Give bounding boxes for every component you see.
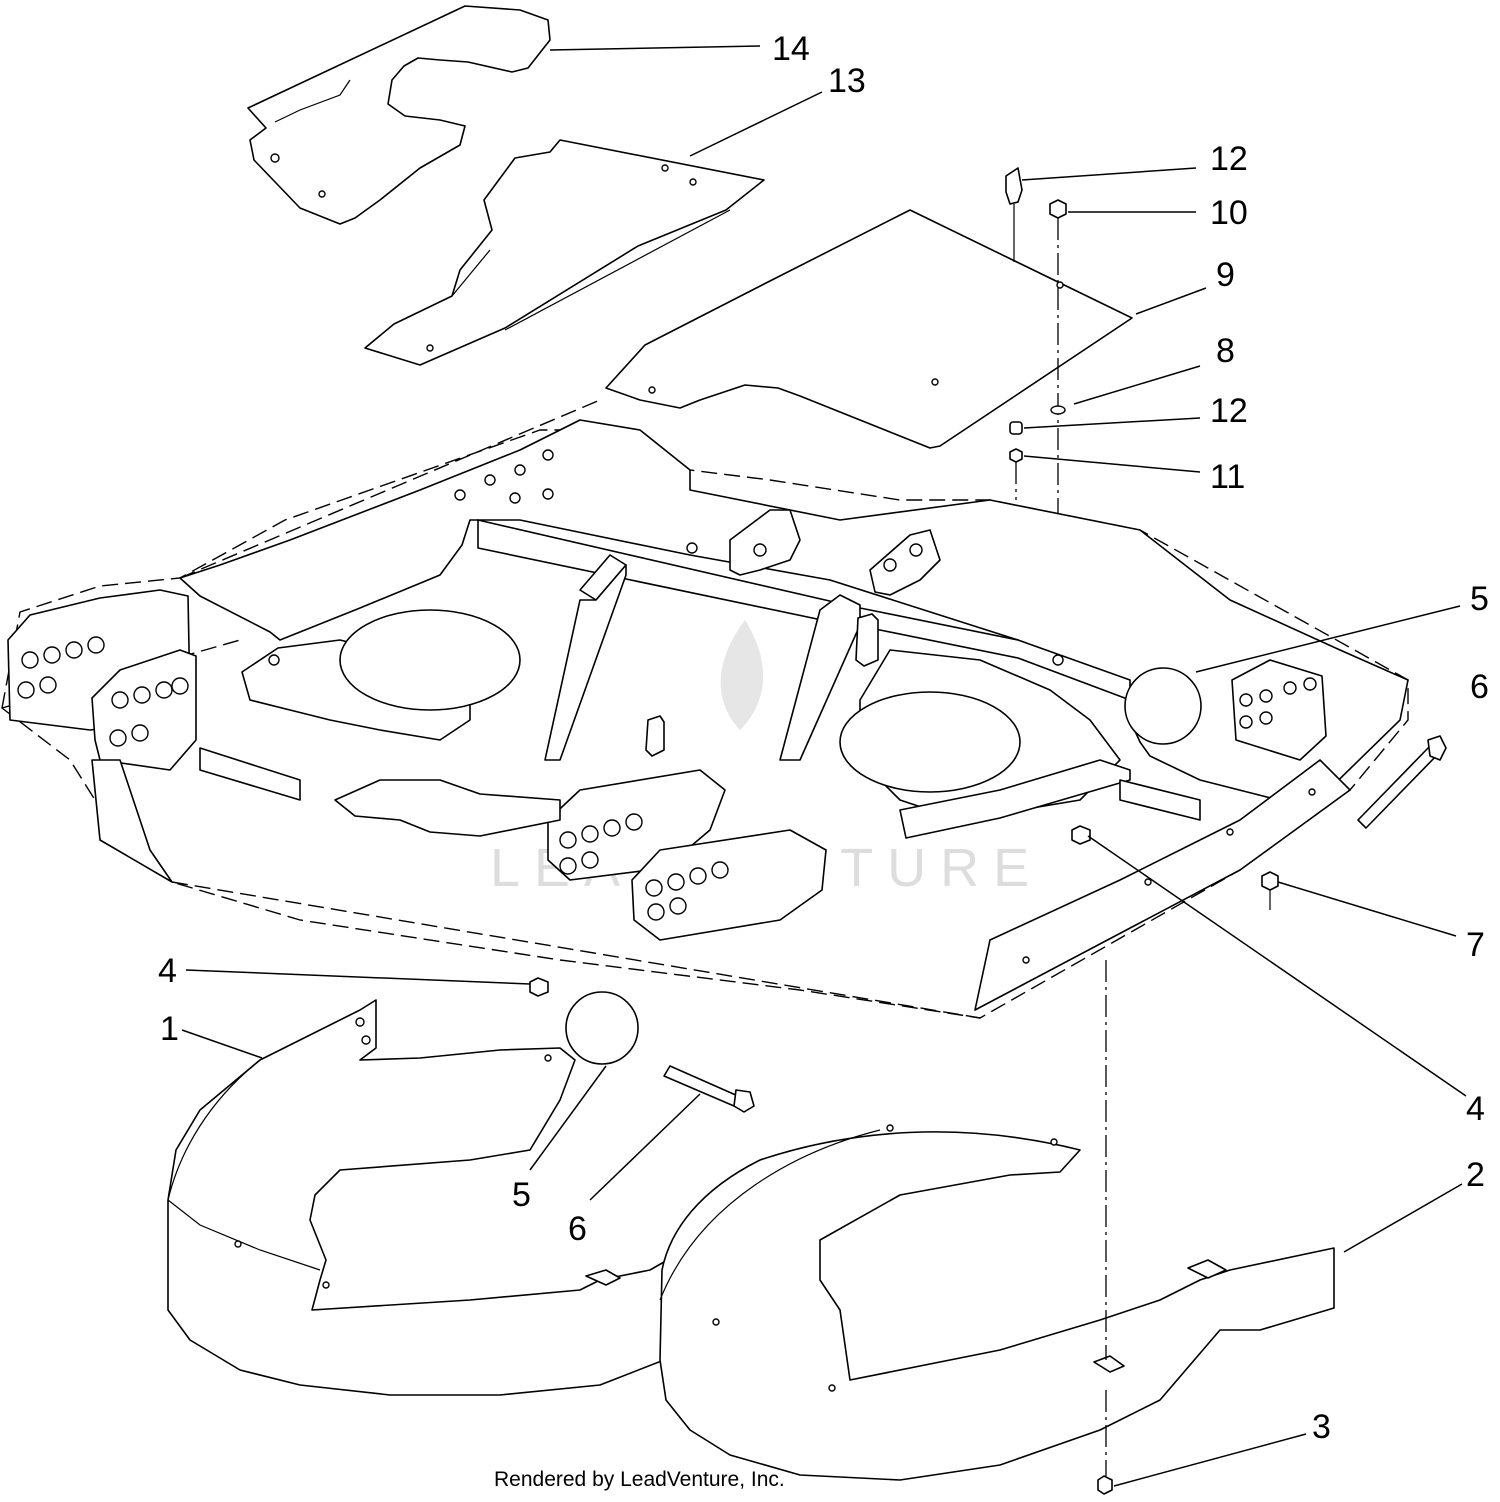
- part-10-bolt: [1049, 199, 1067, 219]
- hole: [753, 543, 767, 557]
- part-14-baffle: [247, 5, 551, 225]
- hole: [426, 344, 434, 352]
- part-4-nut-right: [1071, 825, 1091, 845]
- hole: [318, 190, 326, 198]
- hole: [883, 558, 897, 572]
- spindle-opening-right: [839, 691, 1021, 793]
- hole: [270, 153, 280, 163]
- part-8-washer: [1050, 405, 1066, 415]
- part-11-nut: [1009, 448, 1023, 463]
- callout-6-left: 6: [568, 1210, 587, 1248]
- callout-10: 10: [1210, 194, 1248, 232]
- callout-1: 1: [160, 1010, 179, 1048]
- hole: [1052, 654, 1064, 666]
- callout-5-left: 5: [512, 1176, 531, 1214]
- part-4-nut-left: [529, 977, 549, 997]
- part-6-bolt-right: [1357, 735, 1447, 829]
- part-2-baffle-right: [659, 960, 1335, 1481]
- hole: [1056, 281, 1064, 289]
- callout-2: 2: [1466, 1156, 1485, 1194]
- hole: [909, 543, 923, 557]
- hole: [648, 386, 656, 394]
- part-12-spacer: [1009, 421, 1023, 435]
- mower-deck-housing: [1, 399, 1409, 1019]
- callout-12-clip: 12: [1210, 140, 1248, 178]
- spindle-opening-left: [339, 609, 521, 711]
- watermark-flame-icon: [720, 620, 764, 730]
- callout-5-right: 5: [1470, 580, 1489, 618]
- part-12-clip: [1005, 167, 1023, 205]
- callout-12-spacer: 12: [1210, 392, 1248, 430]
- hole: [268, 654, 280, 666]
- part-13-baffle-plate: [364, 139, 765, 366]
- hole: [686, 542, 698, 554]
- part-6-bolt-left: [663, 1065, 755, 1113]
- hole: [661, 164, 669, 172]
- callout-labels: 14 13 12 10 9 8 12 11 5 6 7 4 4 1 5 6 2 …: [158, 30, 1489, 1446]
- part-9-cover-plate: [605, 209, 1133, 449]
- callout-7: 7: [1466, 926, 1485, 964]
- callout-4-right: 4: [1466, 1090, 1485, 1128]
- callout-9: 9: [1216, 256, 1235, 294]
- callout-6-right: 6: [1470, 668, 1489, 706]
- part-1-baffle-left: [167, 999, 665, 1396]
- callout-11: 11: [1210, 458, 1245, 496]
- leader-lines: [181, 45, 1467, 1487]
- part-7-nut: [1261, 871, 1279, 910]
- callout-14: 14: [772, 30, 810, 68]
- render-credit: Rendered by LeadVenture, Inc.: [494, 1468, 785, 1491]
- part-5-roller-left: [565, 991, 639, 1065]
- callout-4-left: 4: [158, 952, 177, 990]
- hole: [689, 178, 697, 186]
- callout-13: 13: [828, 62, 866, 100]
- callout-3: 3: [1312, 1408, 1331, 1446]
- hole: [931, 378, 939, 386]
- callout-8: 8: [1216, 332, 1235, 370]
- part-5-roller-right: [1124, 667, 1202, 745]
- part-3-bolt: [1097, 1390, 1113, 1495]
